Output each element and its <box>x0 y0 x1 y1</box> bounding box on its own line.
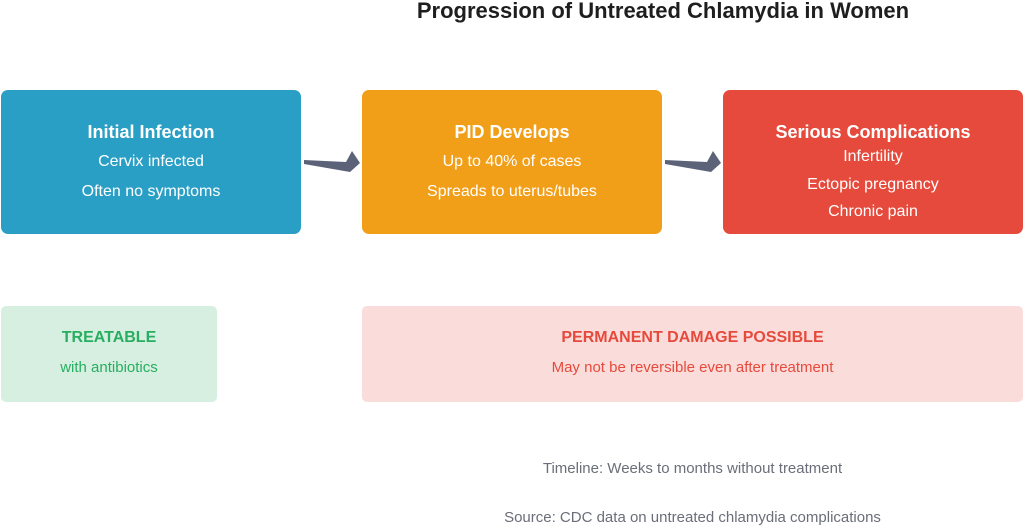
stage-detail: Spreads to uterus/tubes <box>427 183 597 200</box>
stage-detail: Infertility <box>843 148 903 165</box>
source-text: Source: CDC data on untreated chlamydia … <box>504 509 881 526</box>
diagram-title: Progression of Untreated Chlamydia in Wo… <box>416 0 910 23</box>
stage-serious-complications: Serious Complications Infertility Ectopi… <box>723 90 1023 234</box>
stage-initial-infection: Initial Infection Cervix infected Often … <box>1 90 301 234</box>
stage-title: Initial Infection <box>87 122 215 142</box>
treatable-note: TREATABLE with antibiotics <box>1 306 217 402</box>
arrow-right-icon <box>304 151 360 172</box>
stage-details: Cervix infected Often no symptoms <box>1 147 301 207</box>
note-title: TREATABLE <box>61 329 157 346</box>
timeline-text: Timeline: Weeks to months without treatm… <box>542 460 843 477</box>
note-title: PERMANENT DAMAGE POSSIBLE <box>561 329 824 346</box>
stage-title: PID Develops <box>454 122 570 142</box>
stage-details: Infertility Ectopic pregnancy Chronic pa… <box>723 143 1023 226</box>
stage-detail: Up to 40% of cases <box>442 153 582 170</box>
stage-detail: Cervix infected <box>98 153 204 170</box>
stage-detail: Often no symptoms <box>81 183 221 200</box>
stage-detail: Chronic pain <box>828 203 918 220</box>
note-subtitle: May not be reversible even after treatme… <box>551 359 834 376</box>
stage-pid-develops: PID Develops Up to 40% of cases Spreads … <box>362 90 662 234</box>
permanent-damage-note: PERMANENT DAMAGE POSSIBLE May not be rev… <box>362 306 1023 402</box>
arrow-right-icon <box>665 151 721 172</box>
stage-details: Up to 40% of cases Spreads to uterus/tub… <box>362 147 662 207</box>
stage-detail: Ectopic pregnancy <box>807 175 939 193</box>
stage-title: Serious Complications <box>775 122 971 142</box>
note-subtitle: with antibiotics <box>60 359 158 376</box>
